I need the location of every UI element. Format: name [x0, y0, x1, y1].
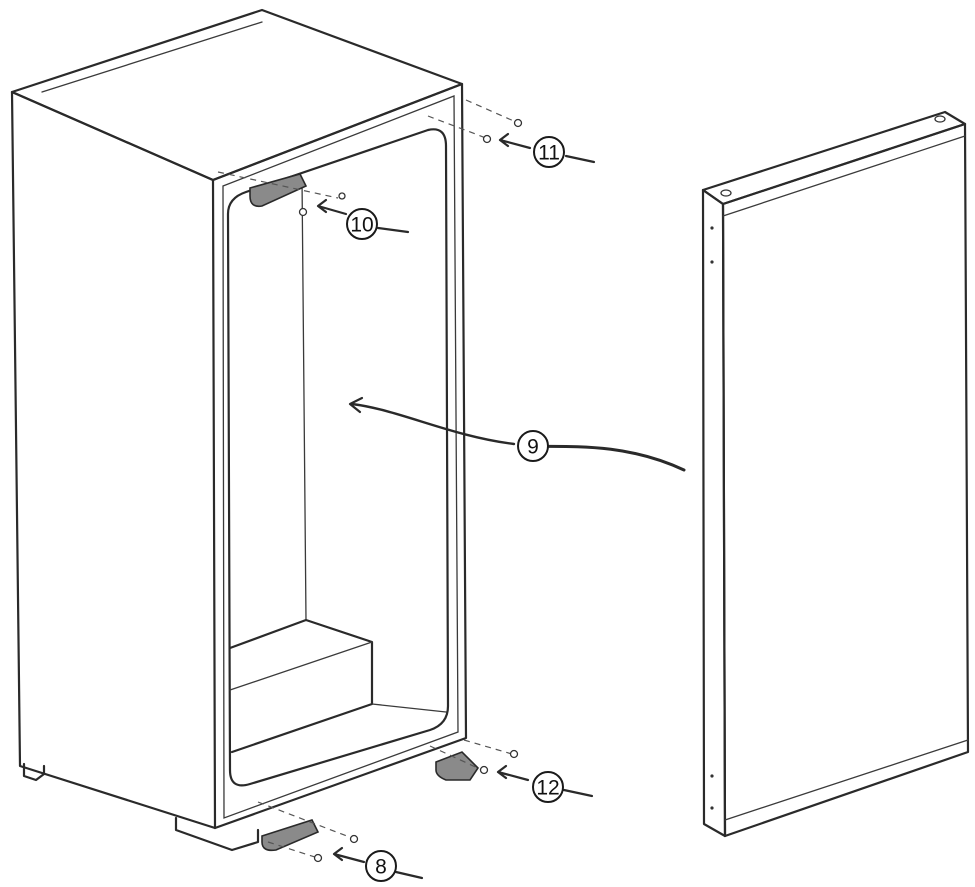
- callout-11-label: 11: [538, 142, 560, 165]
- callout-11: 11: [533, 136, 565, 168]
- interior-back-corner: [301, 177, 307, 621]
- callout-9: 9: [517, 430, 549, 462]
- door-swap-arrow: [348, 396, 686, 472]
- callout-8: 8: [365, 850, 397, 882]
- arrow-12-tail: [562, 788, 594, 798]
- screw-guide-lower: [427, 115, 487, 139]
- door-front-face: [721, 122, 970, 838]
- cabinet-base-plinth: [174, 816, 260, 852]
- arrow-9-shaft: [350, 402, 516, 446]
- door-marker-2: [710, 260, 714, 264]
- door-rim-bottom: [724, 739, 969, 821]
- top-right-screws: [427, 99, 596, 164]
- interior-compressor-step: [228, 618, 374, 754]
- callout-12-label: 12: [536, 777, 559, 800]
- screw-8-upper: [349, 834, 359, 844]
- screw-guide-8-upper: [257, 801, 353, 839]
- callout-10-label: 10: [350, 214, 373, 237]
- door-panel: [701, 110, 970, 838]
- door-rim-top: [722, 135, 966, 217]
- interior-floor-line: [371, 703, 447, 713]
- screw-guide-8-lower: [267, 841, 319, 859]
- screw-8-lower: [313, 853, 323, 863]
- door-hinge-hole-left: [720, 189, 732, 197]
- door-hinge-hole-right: [934, 115, 946, 123]
- top-hinge-screw: [298, 207, 308, 217]
- screw-11-upper: [513, 118, 523, 128]
- screw-guide-12-upper: [463, 739, 513, 755]
- top-hinge-guide-line: [217, 171, 339, 199]
- callout-12: 12: [532, 771, 564, 803]
- bottom-hinge-assembly: [257, 801, 424, 880]
- bottom-right-hinge-assembly: [429, 739, 594, 798]
- cabinet-front-frame: [211, 82, 468, 830]
- screw-11-lower: [482, 134, 492, 144]
- top-hinge-assembly: [217, 171, 410, 234]
- arrow-10-head: [316, 198, 348, 216]
- cabinet-side-face: [10, 90, 217, 830]
- door-marker-3: [710, 774, 714, 778]
- bottom-hinge-bracket: [261, 819, 320, 852]
- cabinet-top-face: [10, 8, 464, 182]
- arrow-8-head: [332, 846, 366, 864]
- bottom-right-hinge-bracket: [435, 751, 480, 781]
- door-top-face: [701, 110, 967, 206]
- arrow-9-head: [348, 396, 364, 414]
- callout-9-label: 9: [527, 436, 539, 459]
- cabinet-top-edge-line: [41, 21, 263, 93]
- arrow-11-tail: [564, 154, 596, 164]
- door-marker-4: [710, 806, 714, 810]
- screw-12-upper: [509, 749, 519, 759]
- callout-10: 10: [346, 208, 378, 240]
- door-side-edge: [701, 188, 727, 838]
- top-hinge-screw-2: [338, 192, 346, 200]
- callout-8-label: 8: [375, 856, 387, 879]
- arrow-10-tail: [376, 226, 410, 234]
- screw-12-lower: [479, 765, 489, 775]
- door-marker-1: [710, 226, 714, 230]
- cabinet-interior-opening: [226, 128, 450, 787]
- arrow-11-head: [498, 132, 532, 150]
- screw-guide-upper: [465, 99, 517, 123]
- top-hinge-bracket: [249, 173, 308, 208]
- cabinet-front-rim: [222, 95, 459, 819]
- arrow-8-tail: [394, 870, 424, 880]
- arrow-12-head: [496, 764, 530, 782]
- screw-guide-12-lower: [429, 745, 483, 771]
- cabinet-foot-left: [22, 762, 46, 782]
- cabinet: [10, 8, 468, 852]
- interior-step-edge: [229, 641, 373, 691]
